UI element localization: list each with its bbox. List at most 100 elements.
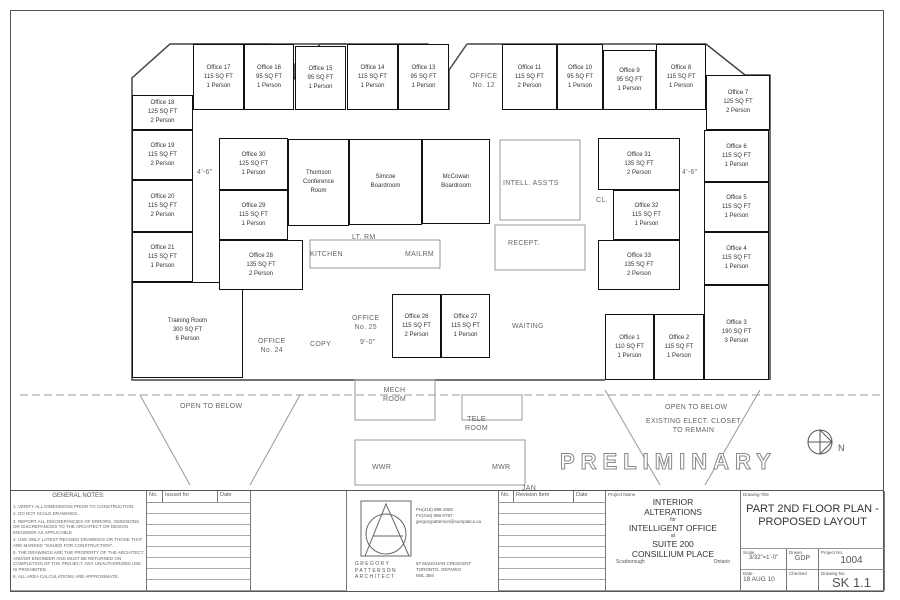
drawing-title-line: PART 2ND FLOOR PLAN - (746, 503, 879, 515)
address-line: M4L 3E6 (416, 573, 434, 578)
room-persons: 1 Person (308, 83, 333, 90)
room-office-16: Office 16 95 SQ FT 1 Person (244, 44, 294, 110)
room-persons: 1 Person (241, 169, 266, 176)
plan-label: 4'-6" (682, 169, 698, 176)
room-area: 115 SQ FT (148, 253, 177, 260)
room-name: Office 9 (619, 67, 640, 74)
room-area: 115 SQ FT (515, 73, 544, 80)
issue-no-header: No. (147, 491, 163, 503)
province: Ontario (713, 559, 730, 565)
project-name-line: SUITE 200 (652, 539, 694, 549)
room-name: Training Room (167, 317, 208, 324)
room-area: 125 SQ FT (238, 160, 269, 167)
plan-label: KITCHEN (310, 251, 343, 258)
note: 1. VERIFY ALL DIMENSIONS PRIOR TO CONSTR… (13, 503, 135, 509)
project-name-line: CONSILLIUM PLACE (631, 549, 715, 559)
room-name: Office 20 (150, 193, 175, 200)
plan-label: WAITING (512, 323, 544, 330)
room-name: Office 31 (627, 151, 651, 158)
plan-label: EXISTING ELECT. CLOSET TO REMAIN (646, 418, 741, 434)
note: 5. THE DRAWINGS ARE THE PROPERTY OF THE … (13, 550, 144, 572)
city: Scarborough (616, 559, 645, 565)
room-area: Boardroom (441, 182, 471, 189)
room-persons: Room (310, 188, 327, 194)
room-area: 115 SQ FT (358, 73, 387, 80)
room-persons: 1 Person (724, 212, 749, 219)
room-area: 95 SQ FT (616, 76, 643, 83)
room-persons: 1 Person (724, 161, 749, 168)
room-persons: 1 Person (360, 82, 385, 89)
plan-label: CL. (596, 197, 608, 204)
room-area: 300 SQ FT (172, 326, 203, 333)
room-name: Simcoe (375, 174, 396, 180)
architect-contact: PH(416) 886-2050 FX(416) 889-0797 gregor… (416, 507, 481, 525)
room-persons: 2 Person (150, 160, 175, 167)
issued-for-header: Issued for (163, 491, 218, 503)
room-persons: 2 Person (626, 169, 651, 176)
room-persons: 1 Person (668, 82, 693, 89)
room-name: Office 28 (249, 252, 273, 259)
plan-label: LT. RM (352, 234, 376, 241)
architect-address: 57 MAUGHAN CRESCENT TORONTO, ONTARIO M4L… (416, 561, 471, 579)
room-area: 95 SQ FT (255, 73, 282, 80)
plan-label: JAN (522, 485, 537, 492)
room-persons: 2 Person (150, 211, 175, 218)
note: 3. REPORT ALL DISCREPANCIES OF ERRORS, O… (13, 518, 140, 535)
address-line: TORONTO, ONTARIO (416, 567, 462, 572)
north-label: N (838, 443, 845, 453)
room-name: Office 11 (517, 64, 542, 71)
room-persons: 1 Person (453, 331, 478, 338)
room-persons: 1 Person (724, 264, 749, 270)
room-name: Office 27 (453, 313, 478, 320)
revision-item-header: Revision Item (514, 491, 574, 503)
plan-label: OPEN TO BELOW (180, 403, 243, 410)
note: 6. ALL AREA CALCULATIONS ARE APPROXIMATE… (13, 574, 119, 579)
project-name-label: Project Name (608, 492, 636, 497)
project-name-line: for (670, 517, 676, 523)
room-name: Office 29 (241, 202, 266, 209)
note: 4. USE ONLY LATEST REVISED DRAWINGS OR T… (13, 537, 143, 548)
architect-logo (360, 500, 412, 557)
architect-line: A R C H I T E C T (355, 574, 395, 580)
room-area: 135 SQ FT (246, 261, 276, 268)
room-name: Office 32 (634, 202, 659, 209)
room-name: Office 26 (404, 313, 429, 320)
checked-label: Checked (789, 571, 807, 576)
project-name-line: ALTERATIONS (644, 507, 702, 517)
checked-cell: Checked (787, 570, 819, 591)
room-persons: 1 Person (256, 82, 281, 89)
architect-line: P A T T E R S O N (355, 567, 396, 574)
plan-label: OFFICE No. 12 (470, 73, 498, 89)
room-name: Office 19 (150, 142, 175, 149)
project-name-line: INTERIOR (652, 497, 694, 507)
plan-label: MECH ROOM (383, 387, 406, 403)
plan-label: WWR (372, 464, 392, 471)
preliminary-watermark: PRELIMINARY (560, 449, 777, 474)
room-name: Office 15 (308, 65, 333, 72)
note: 2. DO NOT SCALE DRAWINGS. (13, 511, 79, 516)
drawing-title-label: Drawing Title (743, 492, 770, 497)
room-persons: 1 Person (666, 352, 691, 359)
drawing-no-label: Drawing No. (821, 571, 846, 576)
room-name: Office 13 (411, 64, 436, 71)
drawn-label: Drawn (789, 550, 803, 555)
issue-date-header: Date (218, 491, 251, 503)
room-area: Boardroom (370, 183, 401, 189)
plan-label: RECEPT. (508, 240, 540, 247)
project-no-value: 1004 (840, 555, 863, 566)
room-area: 115 SQ FT (451, 322, 480, 329)
room-area: 115 SQ FT (239, 211, 268, 218)
room-name: Office 16 (257, 64, 281, 71)
